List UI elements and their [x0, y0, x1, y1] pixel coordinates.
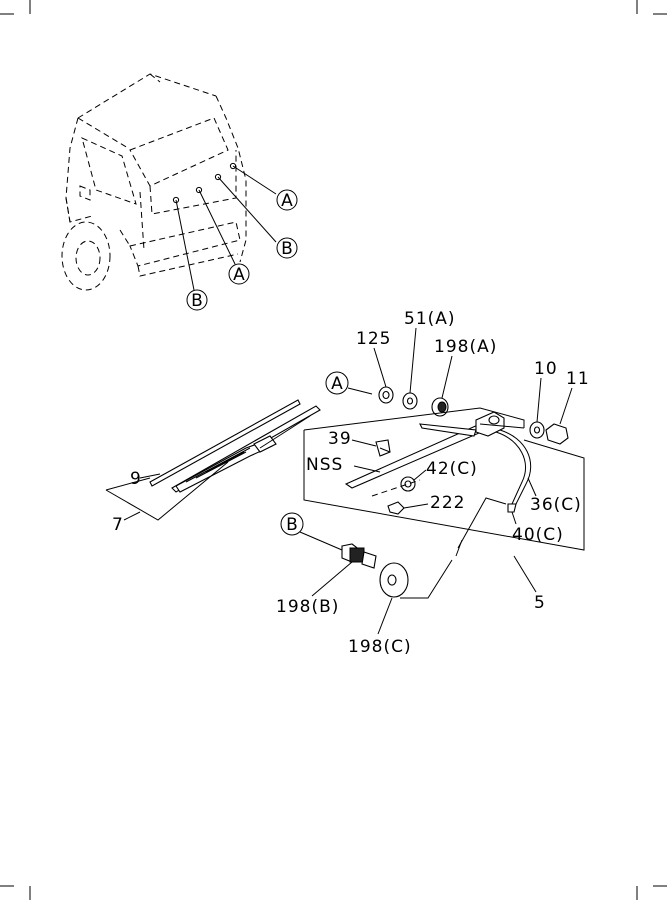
part-222-screw	[371, 479, 421, 515]
part-198b-motor-pivot	[341, 543, 377, 569]
label-125: 125	[356, 329, 391, 388]
label-10: 10	[534, 359, 558, 423]
svg-text:5: 5	[534, 593, 546, 613]
svg-text:B: B	[281, 239, 293, 259]
label-198a: 198(A)	[434, 337, 497, 399]
callout-a-upper: A	[276, 189, 298, 211]
hole-b-right	[214, 173, 222, 181]
wiper-arm-assembly-outline	[303, 407, 585, 551]
callout-b-detail: B	[280, 512, 343, 551]
svg-text:NSS: NSS	[306, 455, 343, 475]
svg-text:9: 9	[130, 469, 142, 489]
part-198a-grommet	[431, 397, 449, 417]
label-51a: 51(A)	[404, 309, 456, 394]
part-125-nut	[378, 386, 394, 404]
svg-text:198(A): 198(A)	[434, 337, 497, 357]
label-11: 11	[559, 369, 590, 425]
svg-text:39: 39	[328, 429, 352, 449]
svg-text:40(C): 40(C)	[512, 525, 564, 545]
washer-hose	[495, 429, 532, 513]
svg-text:125: 125	[356, 329, 391, 349]
svg-text:B: B	[191, 291, 203, 311]
label-222: 222	[403, 493, 465, 513]
hole-a-right	[229, 162, 237, 170]
callout-b-upper: B	[276, 237, 298, 259]
svg-text:198(B): 198(B)	[276, 597, 339, 617]
hole-a-mid	[195, 186, 203, 194]
svg-text:A: A	[281, 191, 293, 211]
svg-text:7: 7	[112, 515, 124, 535]
wiper-blade	[149, 399, 321, 493]
assembly-chain-line	[400, 497, 507, 599]
label-42c: 42(C)	[413, 459, 478, 481]
label-5: 5	[513, 555, 546, 613]
svg-text:A: A	[233, 265, 245, 285]
label-36c: 36(C)	[527, 477, 582, 515]
callout-a-detail: A	[325, 371, 373, 395]
svg-text:B: B	[286, 515, 298, 535]
svg-text:198(C): 198(C)	[348, 637, 412, 657]
wiper-arm	[344, 411, 525, 489]
svg-text:222: 222	[430, 493, 465, 513]
label-198b: 198(B)	[276, 561, 353, 617]
part-51a-washer	[402, 392, 418, 410]
svg-text:10: 10	[534, 359, 558, 379]
svg-text:51(A): 51(A)	[404, 309, 456, 329]
svg-text:A: A	[331, 374, 343, 394]
label-nss: NSS	[306, 455, 381, 475]
part-39-clip	[375, 439, 391, 457]
part-42c-nut	[400, 476, 416, 492]
vehicle-rear-view	[61, 73, 277, 291]
label-40c: 40(C)	[511, 511, 564, 545]
svg-text:42(C): 42(C)	[426, 459, 478, 479]
label-39: 39	[328, 429, 377, 449]
part-198c-seal	[379, 562, 409, 598]
label-7: 7	[105, 461, 229, 535]
part-11-cap	[545, 423, 569, 445]
hole-b-left	[172, 196, 180, 204]
label-198c: 198(C)	[348, 597, 412, 657]
svg-text:36(C): 36(C)	[530, 495, 582, 515]
callout-b-lower: B	[186, 289, 208, 311]
svg-text:11: 11	[566, 369, 590, 389]
callout-a-lower: A	[228, 263, 250, 285]
part-10-nut	[529, 421, 545, 439]
label-9: 9	[130, 469, 161, 489]
